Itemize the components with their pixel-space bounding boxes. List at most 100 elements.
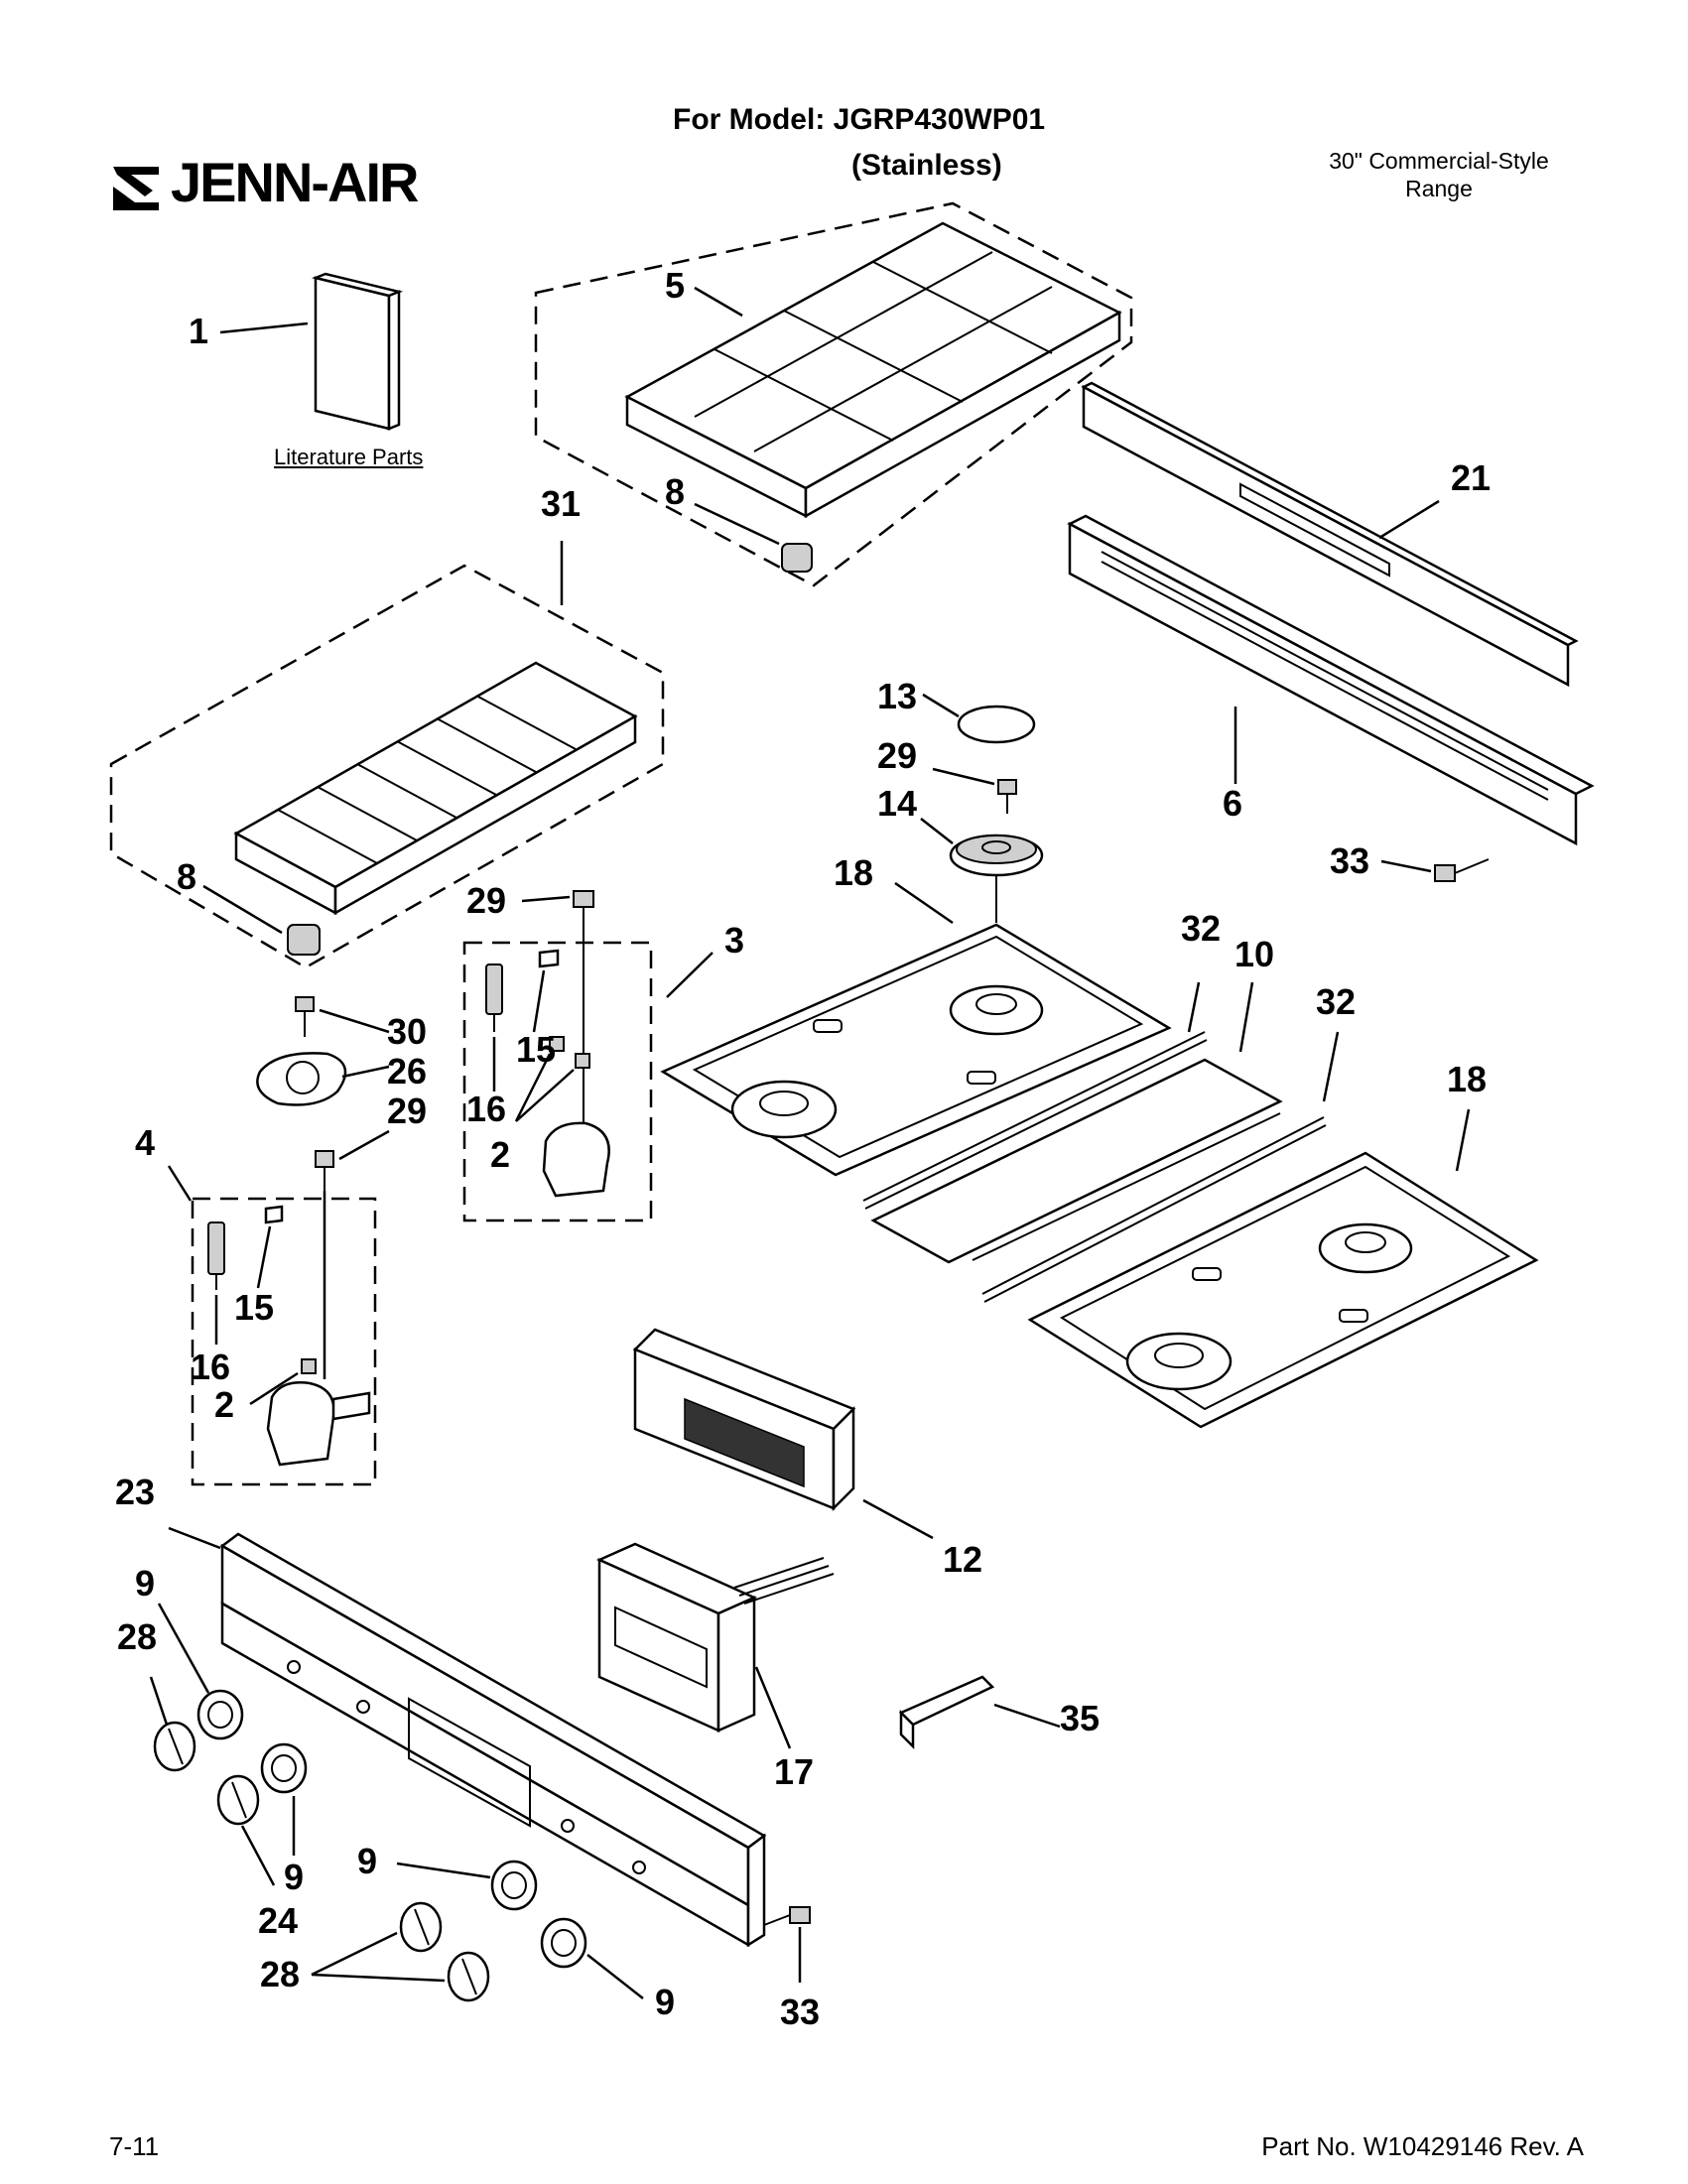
screw-29-center <box>573 890 594 1131</box>
screw-29-burner <box>997 779 1017 814</box>
callout-2-left: 2 <box>214 1384 234 1425</box>
leader-2-center-b <box>515 1069 575 1122</box>
grate-foot-8 <box>781 543 813 573</box>
trim-strip-32-a <box>862 1031 1208 1210</box>
callout-8-top: 8 <box>665 471 685 512</box>
model-variant: (Stainless) <box>851 149 1002 182</box>
literature-booklet <box>311 272 404 431</box>
leader-14 <box>920 818 954 844</box>
leader-9-a <box>157 1603 210 1694</box>
callout-23: 23 <box>115 1472 155 1512</box>
callout-35: 35 <box>1060 1698 1100 1738</box>
product-description-line-2: Range <box>1405 176 1473 201</box>
leader-28-c <box>311 1973 446 1983</box>
bezel-9-c <box>490 1860 538 1911</box>
callout-28-b: 28 <box>260 1954 300 1994</box>
screw-33-bottom <box>763 1906 811 1926</box>
callout-29-left: 29 <box>387 1091 427 1131</box>
jenn-air-logo: JENN-AIR <box>109 149 466 218</box>
callout-8-left: 8 <box>177 856 196 897</box>
product-description: 30" Commercial-Style Range <box>1280 147 1598 202</box>
callout-5: 5 <box>665 265 685 306</box>
burner-tray-18-right <box>1027 1151 1539 1429</box>
callout-29-center: 29 <box>466 880 506 921</box>
display-module-17 <box>595 1542 835 1733</box>
grate-dashed-box <box>534 201 1133 587</box>
leader-33-top <box>1380 859 1432 873</box>
callout-30: 30 <box>387 1011 427 1052</box>
callout-10: 10 <box>1234 934 1274 974</box>
callout-4: 4 <box>135 1122 155 1163</box>
igniter-16-left <box>207 1221 225 1290</box>
leader-29-center <box>521 895 571 903</box>
callout-14: 14 <box>877 783 917 824</box>
callout-24: 24 <box>258 1900 298 1941</box>
trim-strip-32-b <box>981 1116 1327 1303</box>
center-panel-10 <box>870 1058 1283 1264</box>
leader-8-left <box>202 884 283 935</box>
callout-28-a: 28 <box>117 1616 157 1657</box>
burner-cap-13 <box>957 705 1036 744</box>
leader-10 <box>1238 981 1254 1053</box>
valve-body-left <box>266 1381 371 1467</box>
griddle-dashed-box <box>109 564 665 969</box>
gasket-26 <box>256 1052 347 1106</box>
leader-5 <box>694 286 743 318</box>
burner-base-14 <box>949 834 1044 877</box>
leader-9-c <box>396 1862 491 1879</box>
callout-13: 13 <box>877 676 917 716</box>
leader-2-center-a <box>514 1053 552 1122</box>
callout-18-center: 18 <box>834 852 873 893</box>
callout-9-c: 9 <box>357 1841 377 1881</box>
valve-assembly-dashed-box <box>462 941 653 1222</box>
leader-29-left <box>338 1129 390 1161</box>
leader-4 <box>167 1165 193 1202</box>
callout-3: 3 <box>724 920 744 961</box>
callout-26: 26 <box>387 1051 427 1092</box>
leader-29-burner <box>932 767 995 786</box>
griddle-foot-8 <box>287 924 321 956</box>
leader-12 <box>862 1498 934 1540</box>
product-description-line-1: 30" Commercial-Style <box>1329 148 1549 174</box>
screw-30 <box>295 996 315 1037</box>
leader-28-b <box>311 1931 398 1977</box>
leader-35 <box>993 1703 1061 1729</box>
part-number: Part No. W10429146 Rev. A <box>1261 2131 1584 2161</box>
cooktop-grate <box>624 221 1122 519</box>
knob-28-a <box>153 1721 196 1772</box>
bezel-9-d <box>540 1917 587 1969</box>
griddle-tray <box>233 661 638 916</box>
leader-3 <box>666 952 714 998</box>
leader-17 <box>754 1666 792 1749</box>
callout-29-burner: 29 <box>877 735 917 776</box>
knob-24 <box>216 1774 260 1826</box>
leader-1 <box>219 321 309 334</box>
valve-assembly-left-dashed-box <box>191 1197 377 1486</box>
bracket-35 <box>898 1675 995 1750</box>
control-board-12 <box>632 1328 856 1512</box>
burner-tray-18-center <box>660 923 1172 1177</box>
callout-12: 12 <box>943 1539 982 1580</box>
clip-15-center <box>538 949 560 968</box>
callout-21: 21 <box>1451 457 1491 498</box>
backguard-rear-panel <box>1081 381 1579 688</box>
leader-8-top <box>694 502 780 546</box>
callout-33-bottom: 33 <box>780 1991 820 2032</box>
leader-9-d <box>586 1954 644 1999</box>
callout-9-d: 9 <box>655 1982 675 2022</box>
leader-26 <box>341 1065 390 1079</box>
callout-18-right: 18 <box>1447 1059 1487 1099</box>
callout-6: 6 <box>1223 783 1242 824</box>
backguard-vent-panel <box>1067 514 1595 846</box>
knob-28-c <box>447 1951 490 2002</box>
orifice-2-center <box>549 1036 590 1069</box>
screw-33-backguard <box>1434 858 1490 882</box>
leader-18-center <box>894 881 954 925</box>
jenn-air-logo-mark-icon <box>113 167 159 210</box>
callout-15-center: 15 <box>516 1029 556 1070</box>
leader-21 <box>1378 499 1440 540</box>
leader-32-b <box>1322 1031 1340 1102</box>
leader-13 <box>922 693 960 718</box>
